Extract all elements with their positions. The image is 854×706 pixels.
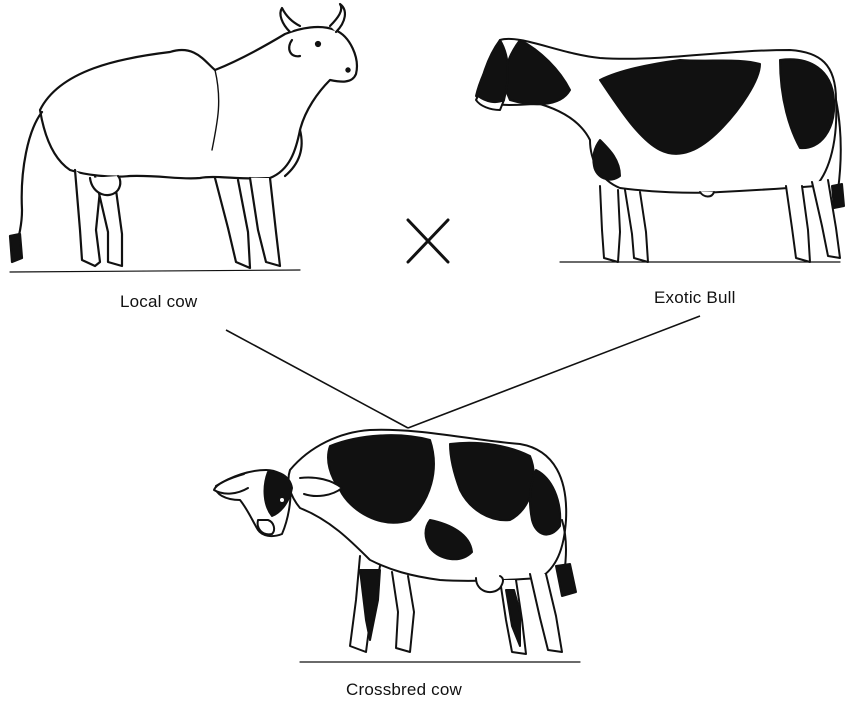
crossbred-cow-illustration (214, 430, 580, 662)
local-cow-illustration (10, 4, 357, 272)
connector-lines (226, 316, 700, 428)
crossbred-cow-label: Crossbred cow (346, 680, 462, 700)
connector-line-local (226, 330, 408, 428)
exotic-bull-illustration (476, 39, 844, 262)
local-cow-label: Local cow (120, 292, 197, 312)
exotic-bull-label: Exotic Bull (654, 288, 736, 308)
cross-symbol (408, 220, 448, 262)
connector-line-exotic (408, 316, 700, 428)
